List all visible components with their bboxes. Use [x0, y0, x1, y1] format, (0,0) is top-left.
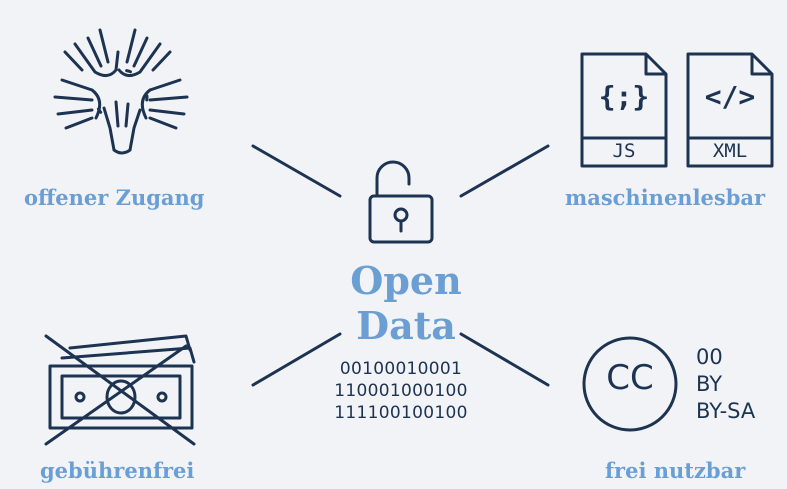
- xml-file-caption: XML: [712, 140, 748, 162]
- js-file-symbol: {;}: [598, 80, 650, 113]
- creative-commons-icon: [582, 336, 678, 432]
- binary-line: 00100010001: [339, 359, 463, 379]
- binary-data: 00100010001 110001000100 111100100100: [316, 358, 486, 424]
- binary-line: 111100100100: [334, 403, 468, 423]
- label-frei-nutzbar: frei nutzbar: [605, 458, 746, 483]
- crossed-money-icon: [44, 334, 196, 446]
- center-title: Open Data: [350, 258, 462, 348]
- license-item: BY-SA: [696, 399, 756, 423]
- connector-bottom-right: [459, 332, 550, 387]
- connector-top-right: [459, 144, 550, 198]
- license-item: 00: [696, 345, 723, 369]
- cc-text: CC: [606, 358, 654, 398]
- connector-bottom-left: [251, 332, 342, 387]
- hands-circle-icon: [53, 28, 189, 155]
- js-file-caption: JS: [612, 140, 636, 162]
- license-item: BY: [696, 372, 723, 396]
- label-offener-zugang: offener Zugang: [24, 185, 205, 210]
- xml-file-icon: [686, 52, 774, 168]
- binary-line: 110001000100: [334, 381, 468, 401]
- js-file-icon: [580, 52, 668, 168]
- label-maschinenlesbar: maschinenlesbar: [565, 185, 766, 210]
- label-gebuehrenfrei: gebührenfrei: [40, 458, 195, 483]
- license-list: 00 BY BY-SA: [696, 344, 755, 425]
- connector-top-left: [251, 144, 342, 198]
- open-padlock-icon: [368, 160, 434, 244]
- xml-file-symbol: </>: [704, 80, 756, 113]
